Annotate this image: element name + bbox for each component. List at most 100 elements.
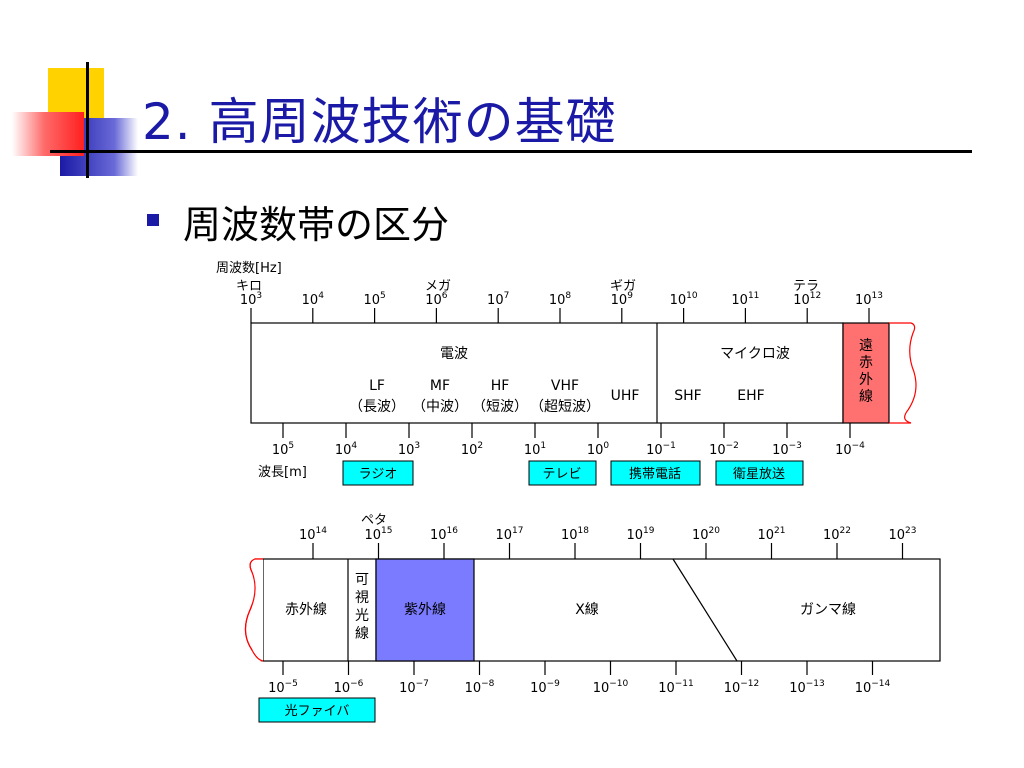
- lower-wave-tick-label: 10−6: [334, 679, 364, 696]
- band-vhf: VHF: [551, 378, 579, 394]
- visible-char-3: 光: [355, 608, 369, 624]
- upper-frequency-ticks: 103 104 105 106 107 108 109 1010 1011 1012 1013: [240, 291, 883, 323]
- band-shf: SHF: [674, 388, 701, 404]
- lower-freq-tick-label: 1017: [496, 526, 524, 543]
- infrared-label: 赤外線: [285, 602, 327, 618]
- far-infrared-box: [842, 322, 890, 424]
- visible-char-2: 視: [355, 590, 369, 606]
- band-mf: MF: [430, 378, 450, 394]
- band-lf: LF: [369, 378, 385, 394]
- upper-freq-tick-label: 108: [549, 291, 572, 308]
- band-hf: HF: [491, 378, 510, 394]
- far-infrared-char-3: 外: [859, 372, 873, 388]
- microwave-label: マイクロ波: [720, 346, 790, 362]
- upper-wave-tick-label: 103: [398, 441, 420, 458]
- upper-freq-tick-label: 103: [240, 291, 262, 308]
- ultraviolet-label: 紫外線: [404, 602, 446, 618]
- lower-bracket-curve: [244, 558, 264, 662]
- lower-frequency-ticks: 1014 1015 1016 1017 1018 1019 1020 1021 1022 1023: [299, 526, 917, 559]
- app-radio: ラジオ: [359, 467, 398, 482]
- ultraviolet-box: [375, 558, 475, 662]
- bullet-marker: [147, 214, 159, 226]
- upper-wave-tick-label: 10−4: [835, 441, 865, 458]
- band-hf-name: （短波）: [472, 399, 528, 415]
- upper-wave-tick-label: 102: [461, 441, 483, 458]
- app-optical-fiber: 光ファイバ: [285, 704, 350, 719]
- lower-freq-tick-label: 1022: [823, 526, 851, 543]
- band-mf-name: （中波）: [412, 399, 468, 415]
- deco-vertical-line: [86, 62, 89, 178]
- lower-freq-tick-label: 1023: [889, 526, 917, 543]
- lower-freq-tick-label: 1019: [627, 526, 655, 543]
- upper-wave-tick-label: 105: [272, 441, 294, 458]
- app-tv: テレビ: [542, 467, 581, 482]
- title-underline: [50, 150, 972, 153]
- band-vhf-name: （超短波）: [530, 399, 600, 415]
- lower-left-mask: [252, 559, 263, 661]
- upper-freq-tick-label: 1012: [793, 291, 821, 308]
- upper-freq-tick-label: 106: [425, 291, 448, 308]
- radio-wave-label: 電波: [440, 346, 468, 362]
- slide-title: 2. 高周波技術の基礎: [142, 93, 617, 151]
- xray-label: X線: [575, 602, 599, 618]
- lower-wave-tick-label: 10−14: [855, 679, 891, 696]
- lower-freq-tick-label: 1015: [365, 526, 393, 543]
- upper-wave-tick-label: 10−1: [646, 441, 676, 458]
- app-box-satellite: [715, 460, 804, 486]
- upper-freq-tick-label: 107: [487, 291, 509, 308]
- lower-wave-tick-label: 10−9: [530, 679, 560, 696]
- upper-wave-tick-label: 100: [587, 441, 610, 458]
- lower-wave-tick-label: 10−5: [268, 679, 298, 696]
- app-box-optical-fiber: [258, 697, 376, 723]
- prefix-kilo: キロ: [236, 279, 262, 294]
- app-satellite: 衛星放送: [733, 467, 785, 482]
- app-box-mobile: [610, 460, 701, 486]
- upper-freq-tick-label: 1010: [670, 291, 698, 308]
- app-mobile: 携帯電話: [629, 466, 681, 482]
- upper-wavelength-ticks: 105 104 103 102 101 100 10−1 10−2 10−3 10−4: [272, 423, 865, 458]
- upper-freq-tick-label: 104: [302, 291, 325, 308]
- far-infrared-char-2: 赤: [859, 355, 873, 371]
- band-uhf: UHF: [611, 388, 640, 404]
- lower-freq-tick-label: 1016: [430, 526, 458, 543]
- upper-wave-tick-label: 104: [335, 441, 358, 458]
- lower-wave-tick-label: 10−13: [789, 679, 825, 696]
- upper-wave-tick-label: 101: [524, 441, 546, 458]
- freq-axis-label: 周波数[Hz]: [216, 261, 282, 276]
- far-infrared-char-1: 遠: [859, 338, 873, 354]
- app-box-radio: [342, 460, 414, 486]
- upper-freq-tick-label: 105: [363, 291, 385, 308]
- lower-wave-tick-label: 10−12: [724, 679, 760, 696]
- upper-wave-tick-label: 10−3: [772, 441, 802, 458]
- bullet-text: 周波数帯の区分: [183, 203, 450, 247]
- gamma-label: ガンマ線: [800, 602, 856, 618]
- lower-wave-tick-label: 10−11: [658, 679, 694, 696]
- wavelength-axis-label: 波長[m]: [258, 465, 307, 480]
- upper-continuation-bracket: [889, 322, 917, 424]
- xray-gamma-divider: [672, 558, 738, 662]
- lower-freq-tick-label: 1020: [692, 526, 720, 543]
- band-ehf: EHF: [737, 388, 764, 404]
- lower-wave-tick-label: 10−7: [399, 679, 429, 696]
- visible-char-1: 可: [355, 572, 369, 588]
- band-lf-name: （長波）: [349, 399, 405, 415]
- visible-char-4: 線: [355, 626, 369, 642]
- upper-freq-tick-label: 1013: [855, 291, 883, 308]
- prefix-mega: メガ: [425, 279, 451, 294]
- prefix-peta: ペタ: [361, 513, 387, 528]
- lower-freq-tick-label: 1021: [758, 526, 786, 543]
- far-infrared-char-4: 線: [859, 389, 873, 405]
- lower-freq-tick-label: 1014: [299, 526, 327, 543]
- upper-freq-tick-label: 1011: [731, 291, 759, 308]
- prefix-tera: テラ: [793, 279, 819, 294]
- lower-wavelength-ticks: 10−5 10−6 10−7 10−8 10−9 10−10 10−11 10−12 10−13…: [268, 661, 891, 696]
- lower-freq-tick-label: 1018: [561, 526, 589, 543]
- deco-red-square: [12, 112, 84, 156]
- lower-wave-tick-label: 10−8: [465, 679, 495, 696]
- prefix-giga: ギガ: [610, 279, 636, 294]
- upper-wave-tick-label: 10−2: [709, 441, 739, 458]
- app-box-tv: [528, 460, 597, 486]
- upper-freq-tick-label: 109: [611, 291, 634, 308]
- lower-wave-tick-label: 10−10: [593, 679, 629, 696]
